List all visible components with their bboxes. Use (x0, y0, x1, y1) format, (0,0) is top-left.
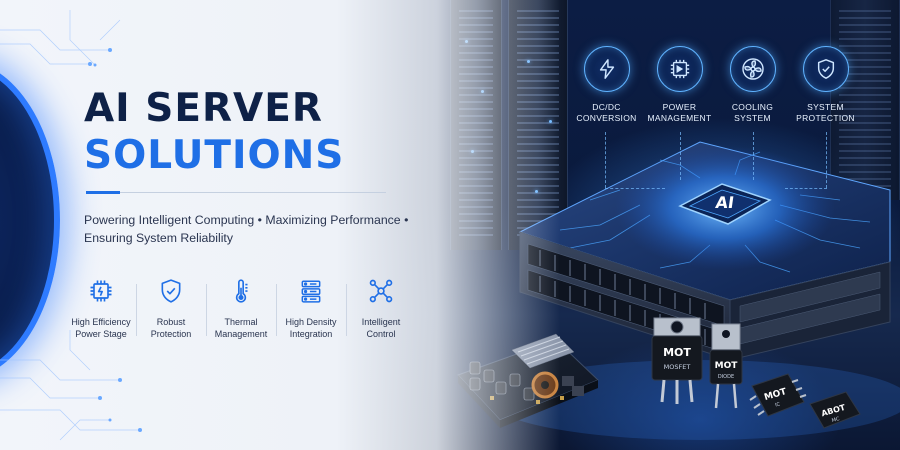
server-rack-3 (830, 0, 900, 200)
title-divider-accent (86, 191, 120, 194)
category-cooling: COOLING SYSTEM (716, 46, 789, 124)
feature-thermal: Thermal Management (206, 276, 276, 340)
mosfet-brand: MOT (663, 346, 691, 359)
diode-brand: MOT (715, 361, 739, 371)
chip-icon (86, 276, 116, 306)
category-dcdc: DC/DC CONVERSION (570, 46, 643, 124)
title-divider (86, 192, 386, 193)
mosfet-type: MOSFET (664, 363, 691, 371)
category-label: COOLING SYSTEM (731, 102, 774, 123)
feature-control: Intelligent Control (346, 276, 416, 340)
connector-line (826, 132, 827, 188)
ic-type: IC (775, 401, 782, 408)
connector-line (605, 188, 665, 189)
feature-label: Intelligent Control (361, 317, 401, 339)
feature-power-stage: High Efficiency Power Stage (66, 276, 136, 340)
thermometer-icon (226, 276, 256, 306)
server-stack-icon (296, 276, 326, 306)
headline-line-1: AI SERVER (84, 86, 323, 131)
diode-type: DIODE (718, 374, 734, 380)
category-label: SYSTEM PROTECTION (796, 102, 855, 123)
category-protection: SYSTEM PROTECTION (789, 46, 862, 124)
headline-line-2: SOLUTIONS (84, 133, 345, 178)
feature-label: Thermal Management (214, 317, 268, 339)
category-label: DC/DC CONVERSION (576, 102, 637, 123)
mc-component: ABOT MC (809, 391, 861, 429)
ai-chip-label: AI (714, 193, 735, 212)
feature-density: High Density Integration (276, 276, 346, 340)
lightning-icon (583, 46, 630, 92)
diode-component: MOT DIODE (709, 323, 743, 409)
feature-label: Robust Protection (150, 317, 192, 339)
feature-label: High Density Integration (285, 317, 337, 339)
connector-line (785, 188, 827, 189)
feature-protection: Robust Protection (136, 276, 206, 340)
mc-type: MC (831, 416, 841, 424)
category-power-management: POWER MANAGEMENT (643, 46, 716, 124)
connector-line (680, 132, 681, 180)
shield-check-icon (802, 46, 849, 92)
feature-label: High Efficiency Power Stage (71, 317, 131, 339)
fan-icon (729, 46, 776, 92)
ic-component: MOT IC (749, 373, 807, 417)
shield-check-icon (156, 276, 186, 306)
left-panel (0, 0, 560, 450)
category-label: POWER MANAGEMENT (647, 102, 712, 123)
connector-line (605, 132, 606, 188)
connector-line (753, 132, 754, 180)
network-nodes-icon (366, 276, 396, 306)
mosfet-component: MOT MOSFET (651, 317, 703, 404)
circuit-decoration (0, 10, 142, 441)
category-icons: DC/DC CONVERSION POWER MANAGEMENT COOLIN… (570, 46, 862, 124)
feature-list: High Efficiency Power Stage Robust Prote… (66, 276, 416, 340)
power-module-icon (656, 46, 703, 92)
subtitle: Powering Intelligent Computing • Maximiz… (84, 213, 409, 245)
